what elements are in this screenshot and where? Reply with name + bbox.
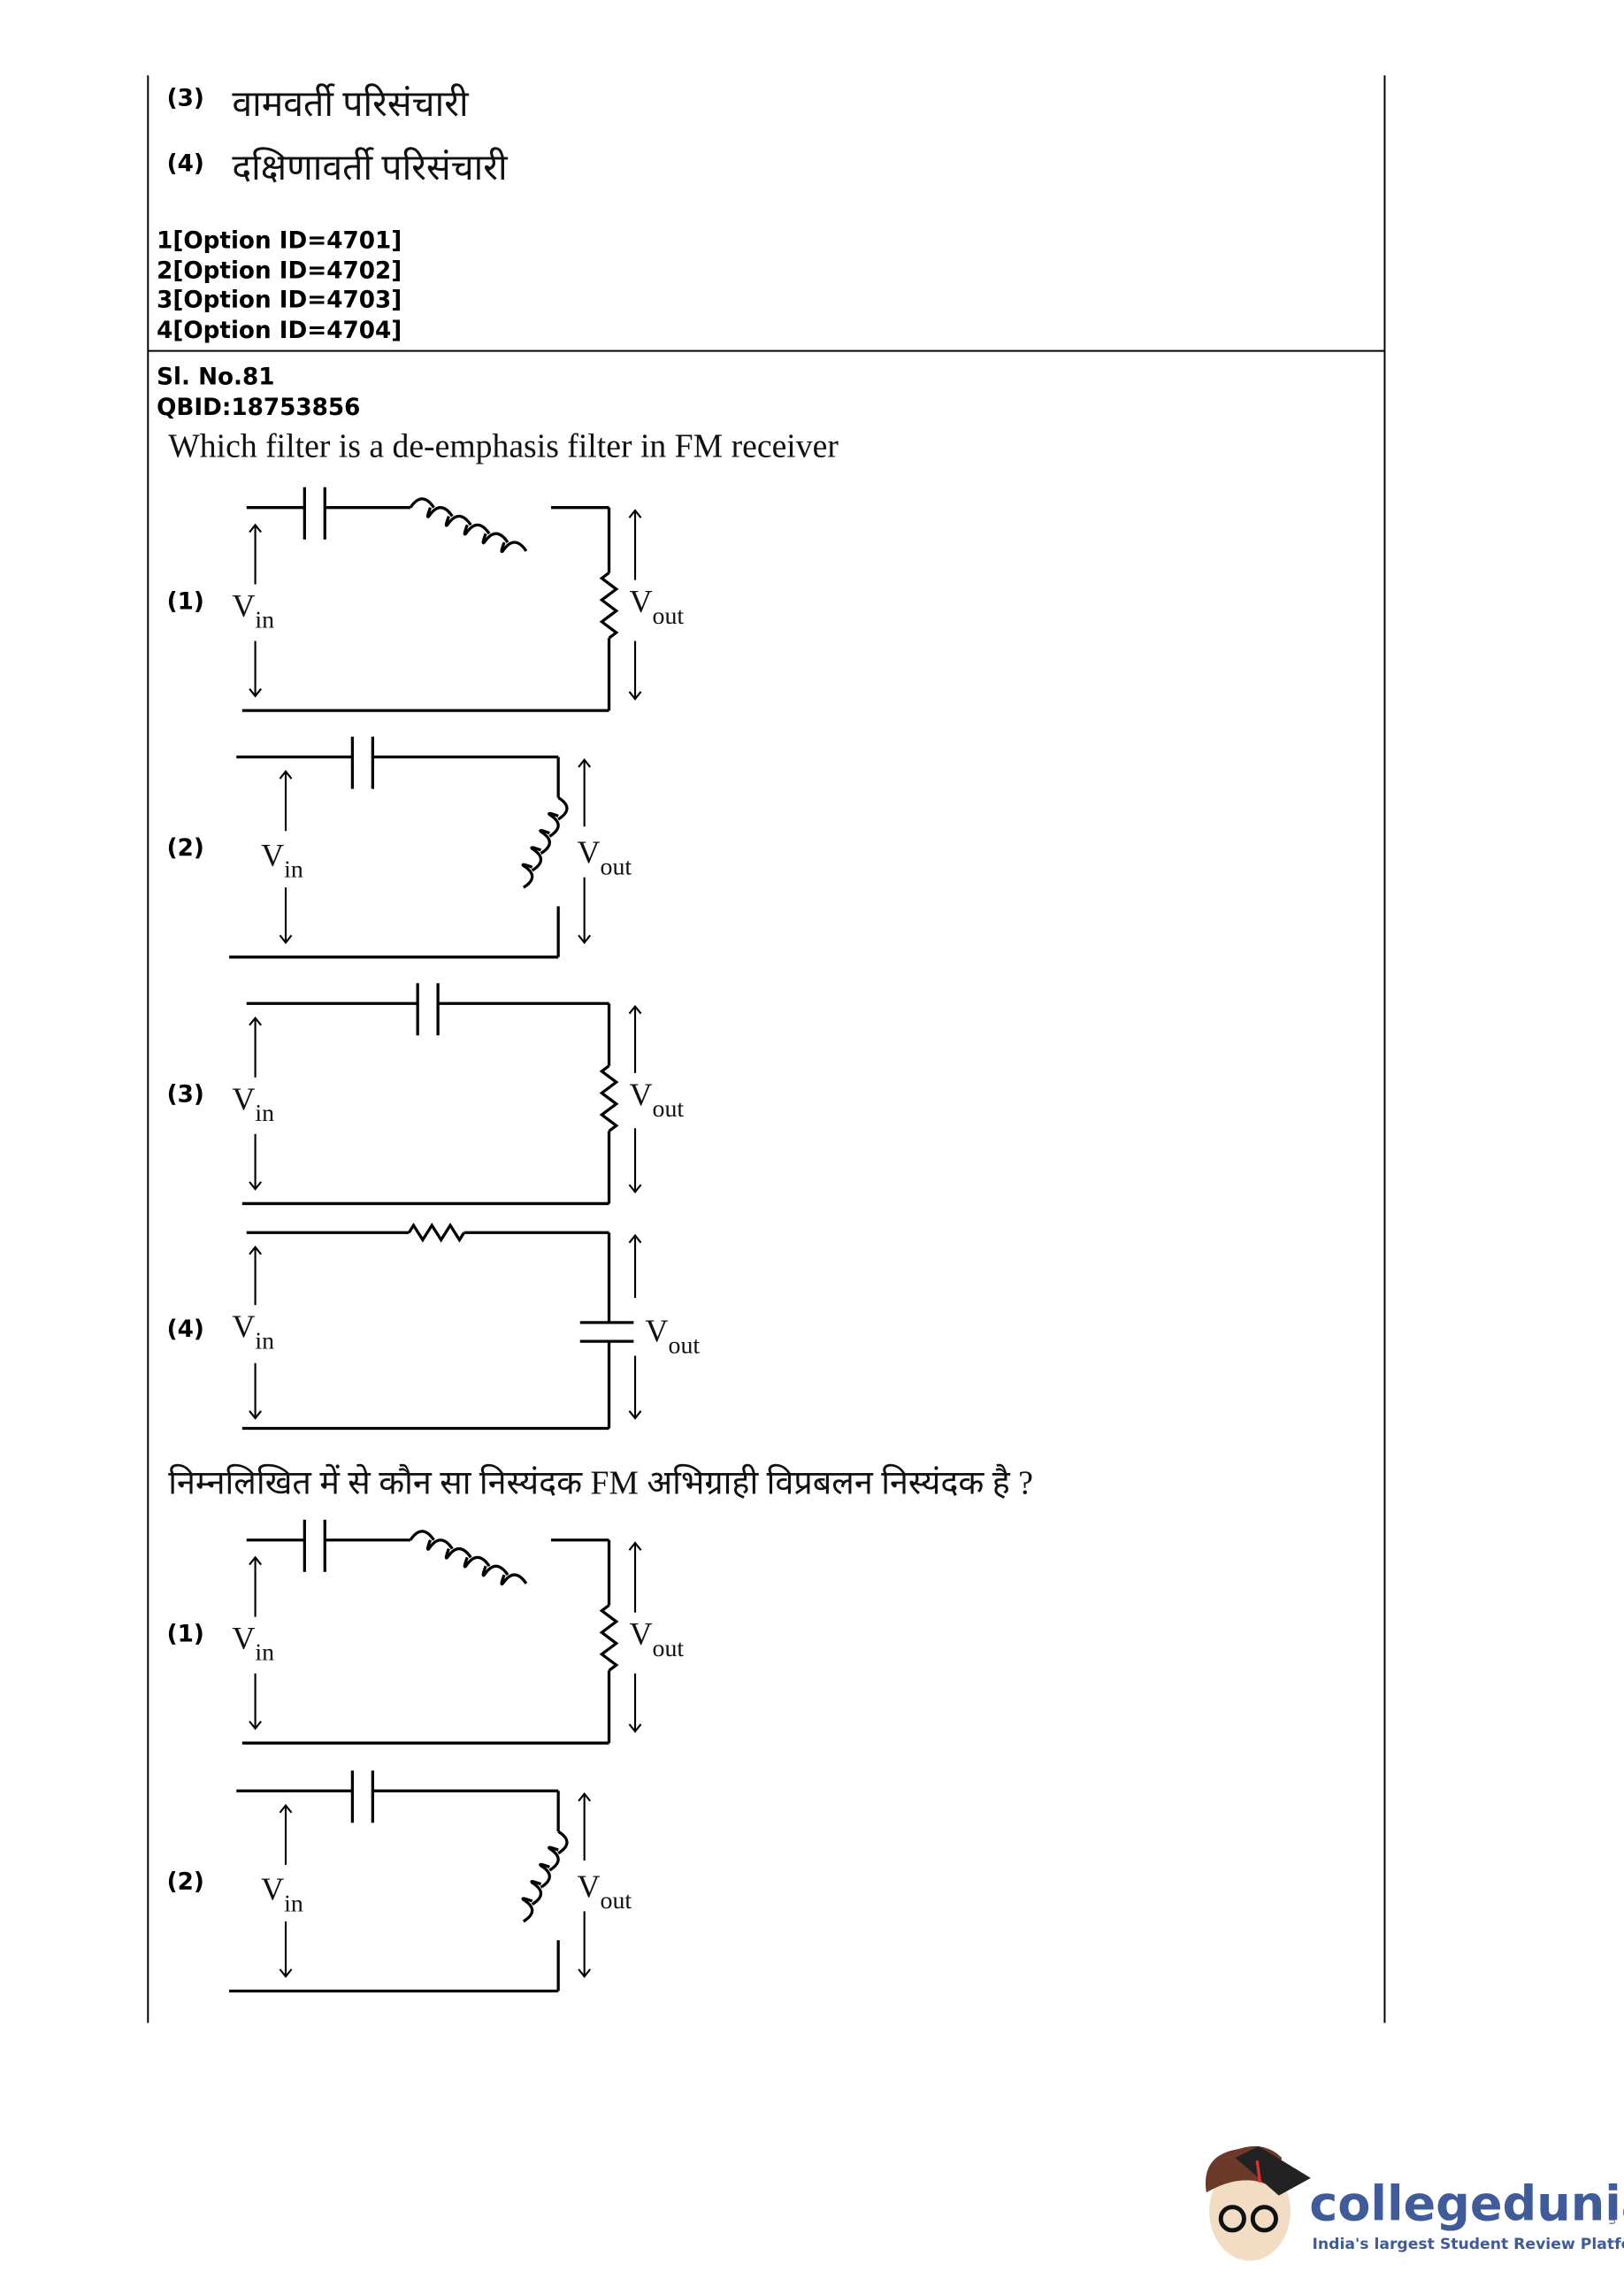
arrow-head xyxy=(249,1555,262,1566)
mascot-icon xyxy=(1205,2145,1311,2261)
vin-label: Vin xyxy=(232,1308,274,1354)
arrow-head xyxy=(279,1968,293,1978)
option-id: 1[Option ID=4701] xyxy=(157,227,402,254)
option-id: 4[Option ID=4704] xyxy=(157,318,402,344)
arrow-head xyxy=(628,691,642,701)
option-number: (4) xyxy=(167,1316,204,1343)
logo-dotcom: .com xyxy=(1607,2200,1620,2225)
question-text-english: Which filter is a de-emphasis filter in … xyxy=(168,427,839,464)
arrow-head xyxy=(578,934,592,945)
circuit-option-4: Vin Vout (4) xyxy=(167,1222,701,1431)
logo-wordmark: collegedunia xyxy=(1309,2175,1624,2231)
qbid: QBID:18753856 xyxy=(157,395,360,421)
circuit-option-2: Vin Vout (2) xyxy=(167,736,632,959)
arrow-head xyxy=(249,1245,262,1255)
arrow-head xyxy=(578,1792,592,1802)
arrow-head xyxy=(249,1720,262,1730)
logo-tagline: India's largest Student Review Platform xyxy=(1312,2236,1624,2253)
vin-label: Vin xyxy=(261,1871,303,1917)
collegedunia-logo: collegedunia .com India's largest Studen… xyxy=(1205,2145,1624,2261)
resistor xyxy=(599,1064,619,1132)
inductor xyxy=(521,1830,569,1923)
arrow-head xyxy=(628,1410,642,1420)
resistor xyxy=(599,1604,619,1672)
arrow-head xyxy=(279,770,293,779)
circuit-option-1: Vin Vout (1) xyxy=(167,487,684,712)
arrow-head xyxy=(578,1968,592,1978)
resistor xyxy=(407,1222,466,1243)
option-number: (4) xyxy=(167,150,204,177)
inductor xyxy=(409,1530,528,1586)
arrow-head xyxy=(249,523,262,533)
arrow-head xyxy=(628,509,642,518)
arrow-head xyxy=(249,687,262,698)
arrow-head xyxy=(249,1181,262,1191)
arrow-head xyxy=(279,934,293,945)
option-number: (1) xyxy=(167,1621,204,1647)
serial-number: Sl. No.81 xyxy=(157,364,274,390)
option-number: (2) xyxy=(167,835,204,862)
vout-label: Vout xyxy=(577,834,632,880)
vout-label: Vout xyxy=(629,1616,684,1662)
resistor xyxy=(599,572,619,640)
arrow-head xyxy=(628,1723,642,1733)
vin-label: Vin xyxy=(232,1621,274,1667)
vin-label: Vin xyxy=(261,838,303,884)
circuit-option-3: Vin Vout (3) xyxy=(167,983,684,1206)
option-id: 3[Option ID=4703] xyxy=(157,287,402,313)
option-number: (3) xyxy=(167,86,204,112)
circuit-option-2: Vin Vout (2) xyxy=(167,1770,632,1993)
option-number: (1) xyxy=(167,588,204,615)
option-text: वामवर्ती परिसंचारी xyxy=(232,83,470,124)
inductor xyxy=(521,796,569,889)
question-text-hindi: निम्नलिखित में से कौन सा निस्यंदक FM अभि… xyxy=(168,1463,1033,1501)
vout-label: Vout xyxy=(646,1313,701,1359)
option-text: दक्षिणावर्ती परिसंचारी xyxy=(232,147,509,188)
option-id: 2[Option ID=4702] xyxy=(157,258,402,285)
option-number: (3) xyxy=(167,1082,204,1109)
arrow-head xyxy=(279,1803,293,1814)
vout-label: Vout xyxy=(629,584,684,630)
option-number: (2) xyxy=(167,1869,204,1896)
arrow-head xyxy=(628,1541,642,1551)
inductor xyxy=(409,497,528,554)
arrow-head xyxy=(628,1184,642,1194)
arrow-head xyxy=(628,1004,642,1015)
circuit-option-1: Vin Vout (1) xyxy=(167,1519,684,1745)
vin-label: Vin xyxy=(232,588,274,634)
vout-label: Vout xyxy=(577,1868,632,1915)
vout-label: Vout xyxy=(629,1077,684,1123)
arrow-head xyxy=(249,1016,262,1026)
arrow-head xyxy=(578,758,592,768)
arrow-head xyxy=(249,1410,262,1420)
arrow-head xyxy=(628,1233,642,1244)
vin-label: Vin xyxy=(232,1081,274,1127)
